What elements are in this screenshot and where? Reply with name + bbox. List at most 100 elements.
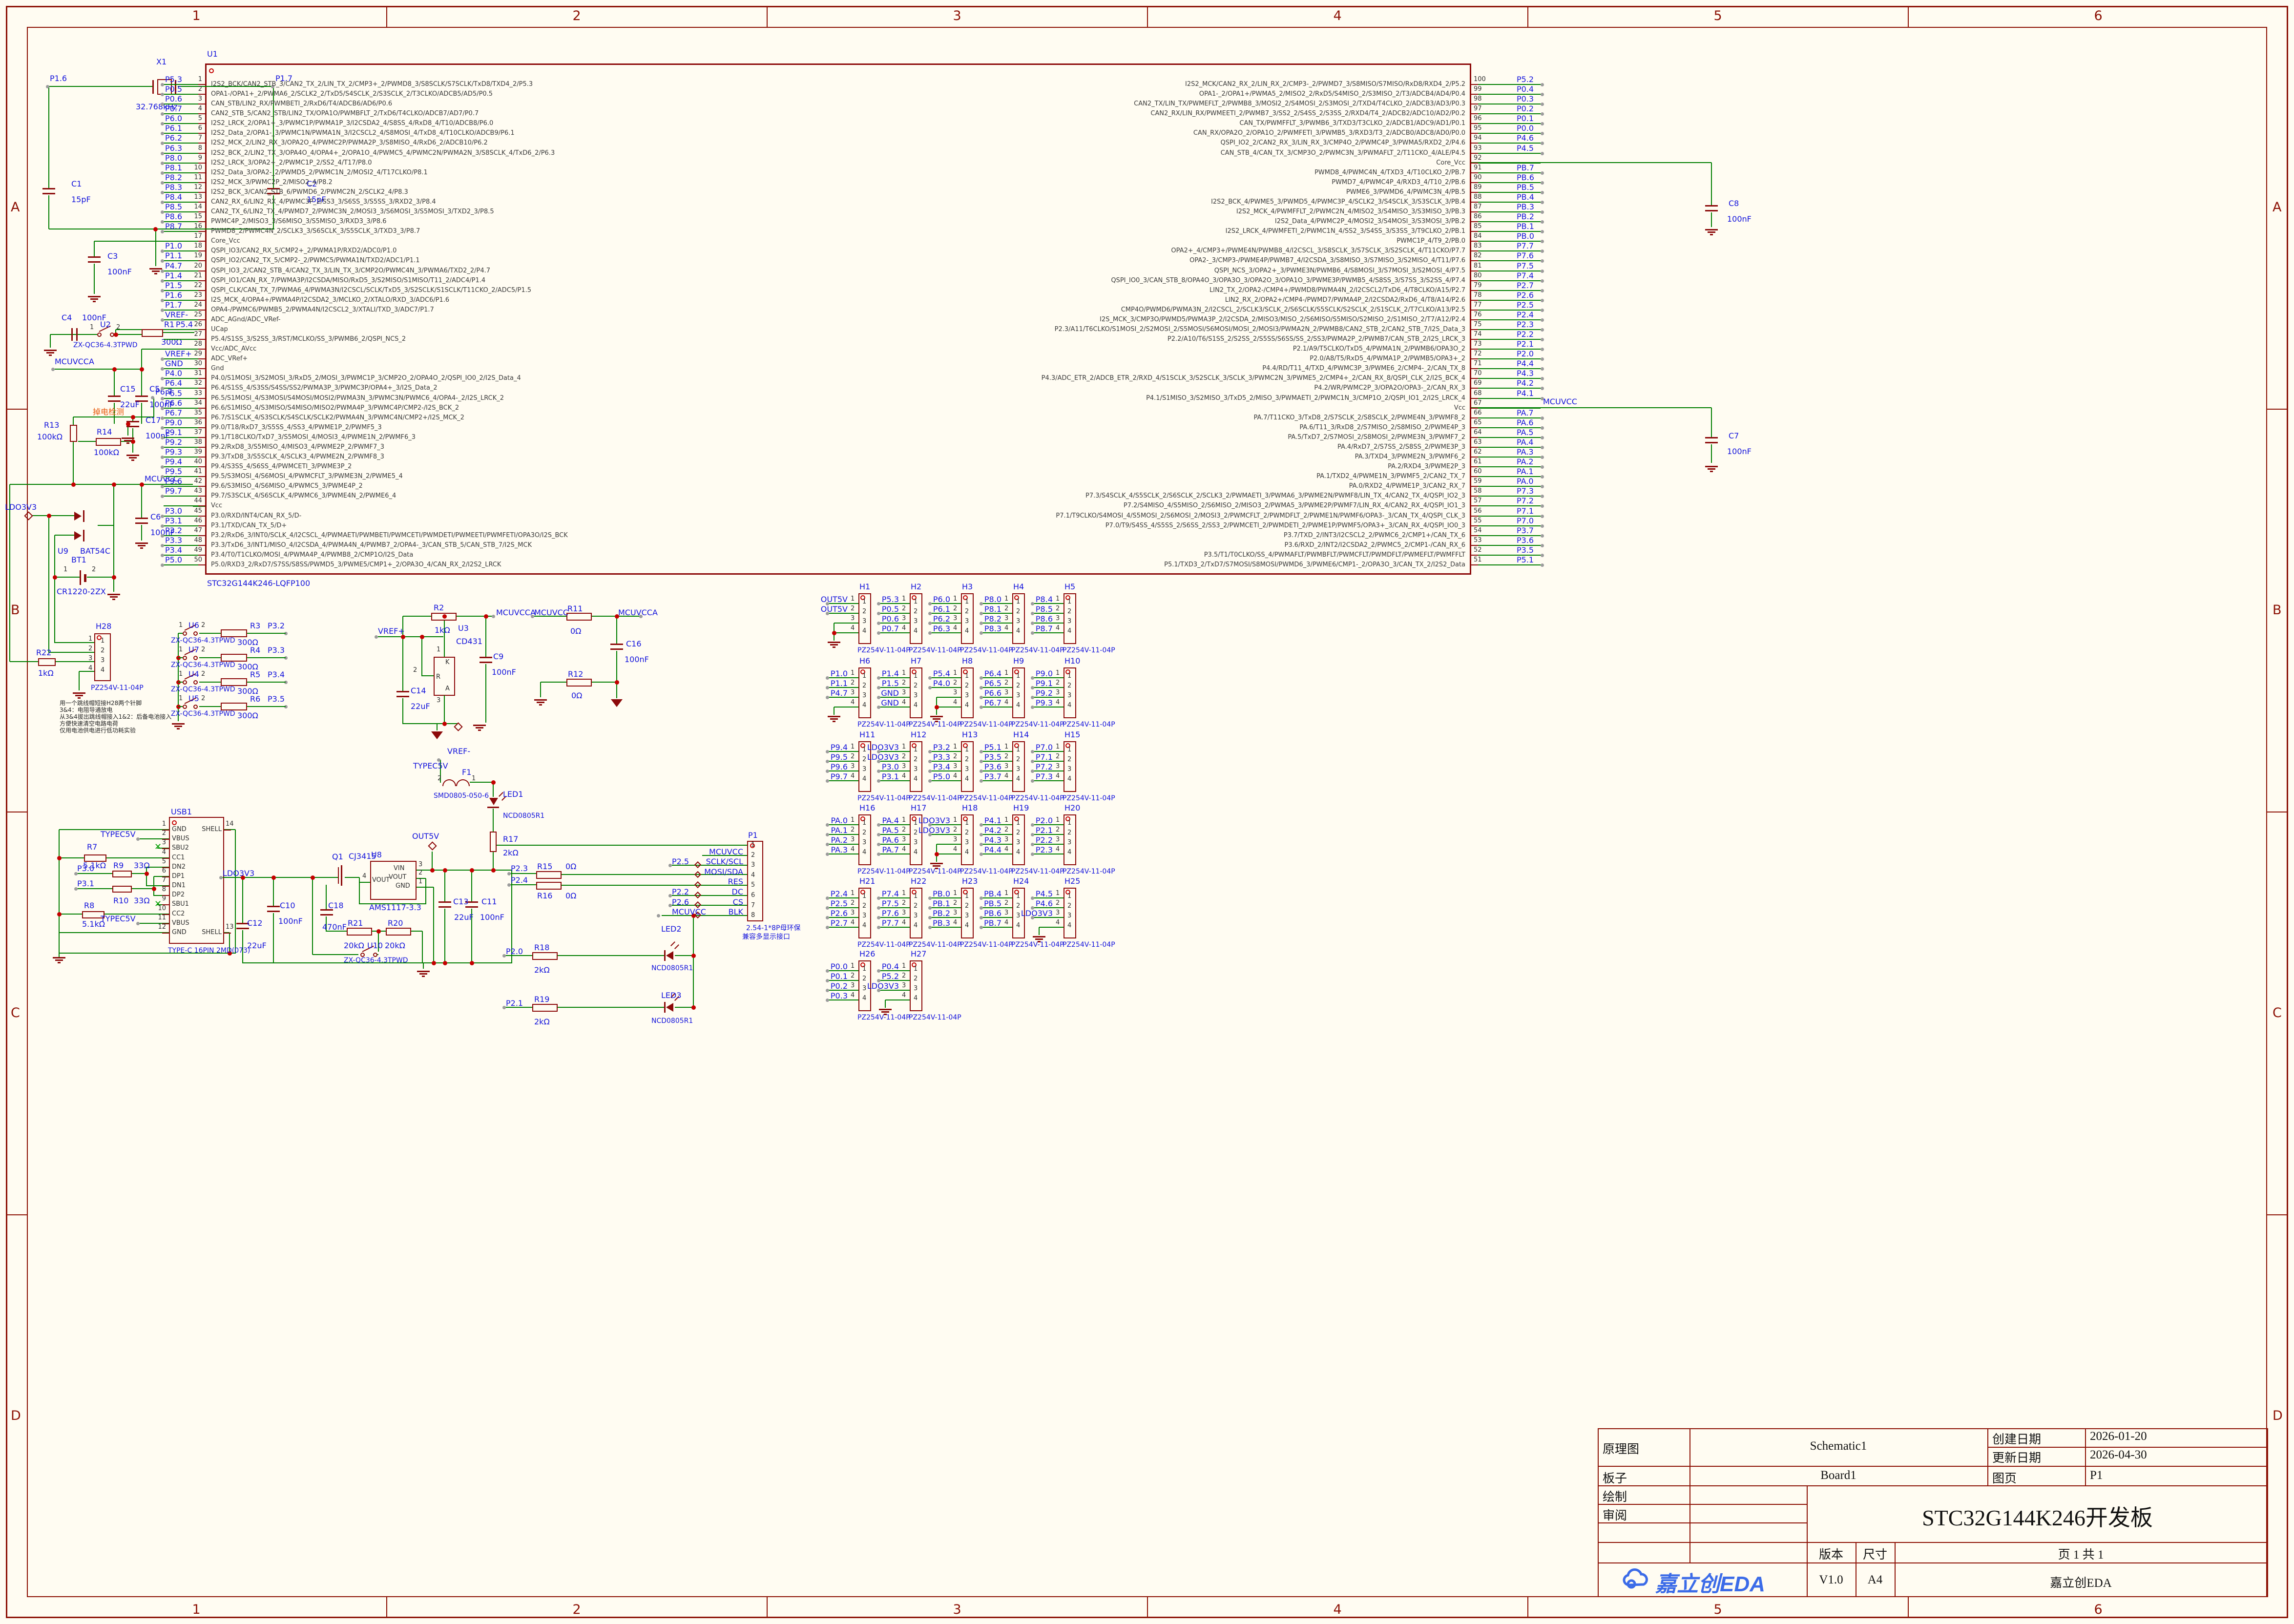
pin-wire — [1471, 417, 1541, 418]
net-port-dot — [980, 843, 983, 846]
gnd-arrow-icon — [431, 731, 443, 739]
label: R14 — [97, 427, 112, 437]
header-pin-number: 3 — [851, 909, 855, 916]
wire — [178, 86, 273, 87]
wire — [511, 870, 512, 963]
header-pin-number: 1 — [1067, 746, 1072, 753]
net-port-dot — [507, 883, 511, 887]
tb-schematic-label: 原理图 — [1603, 1443, 1640, 1456]
net-label: P5.2 — [881, 972, 899, 981]
label: CR1220-2ZX — [57, 587, 106, 596]
net-port-dot — [531, 615, 534, 618]
label: C18 — [328, 901, 344, 910]
pin-stub — [224, 830, 231, 831]
header-pin-number: 4 — [1004, 625, 1009, 632]
net-label: GND — [165, 359, 183, 368]
diode-bar — [83, 510, 84, 522]
wire — [10, 484, 193, 485]
header-pin1-ring — [912, 743, 917, 748]
mcu-pin-number: 93 — [1474, 145, 1482, 152]
mcu-pin-number: 57 — [1474, 497, 1482, 504]
header-ref: H14 — [1013, 730, 1029, 739]
header-part: PZ254V-11-04P — [1063, 868, 1115, 875]
net-port-dot — [161, 426, 164, 430]
wire — [616, 616, 617, 644]
mcu-pin-function: OPA1-_2/OPA1+/PWMA5_2/MISO2_2/RxD5/S4MIS… — [1199, 90, 1465, 98]
label: 0Ω — [565, 862, 577, 871]
mcu-pin-number: 11 — [194, 174, 202, 181]
net-label: P4.6 — [1517, 133, 1534, 143]
mcu-pin-function: QSPI_CLK/CAN_TX_7/PWMA6_4/PWMA3N/I2CSCL/… — [211, 287, 532, 294]
header-pin1-ring — [1065, 669, 1070, 674]
net-port-dot — [271, 85, 274, 88]
net-label: PA.3 — [1517, 447, 1534, 457]
wire — [153, 397, 154, 417]
tb-updated-label: 更新日期 — [1992, 1452, 2042, 1465]
header-pin-number: 4 — [862, 995, 867, 1002]
mcu-pin-function: PA.5/TxD7_2/S7MOSI_2/S8MOSI_2/PWME3N_3/P… — [1288, 434, 1465, 441]
header-pin-number: 1 — [965, 746, 969, 753]
mcu-pin-function: PA.6/T11_3/RxD8_2/S7MISO_2/S8MISO_2/PWME… — [1299, 424, 1465, 431]
mcu-pin-number: 79 — [1474, 282, 1482, 289]
usb-pin1-ring — [172, 820, 177, 825]
header-pin-number: 1 — [1016, 746, 1021, 753]
label: 22uF — [454, 913, 474, 922]
mcu-pin-function: P3.6/RXD_2/INT2/I2CSDA2_2/PWMC5_2/CMP1-/… — [1284, 541, 1465, 549]
gnd-icon — [172, 723, 185, 729]
header-pin-number: 1 — [851, 743, 855, 750]
header-pin-number: 3 — [953, 763, 958, 770]
mcu-pin-function: P4.2/WR/PWMC2P_3/OPA2O/OPA3-_2/CAN_RX_3 — [1314, 384, 1465, 392]
label: 2kΩ — [534, 965, 550, 975]
net-port-dot — [877, 906, 880, 910]
mcu-pin-number: 7 — [198, 134, 202, 142]
mcu-pin-number: 26 — [194, 321, 202, 328]
label: LED3 — [661, 991, 682, 1000]
net-port-dot — [284, 632, 288, 635]
mcu-pin-number: 4 — [198, 105, 202, 112]
resistor-symbol — [112, 871, 132, 877]
net-label: P3.5 — [268, 694, 285, 704]
pin-wire — [1471, 143, 1541, 144]
net-port-dot — [1031, 853, 1034, 856]
switch-part: ZX-QC36-4.3TPWD — [171, 686, 235, 693]
pin-stub — [1471, 192, 1478, 193]
net-label: PA.6 — [882, 835, 899, 845]
mcu-pin-function: P7.2/S4MISO_4/S5MISO_2/S6MISO_2/MISO3_2/… — [1123, 502, 1465, 509]
pin-wire — [1033, 623, 1064, 624]
label: 20kΩ — [385, 941, 405, 950]
battery-plate — [80, 570, 81, 585]
p1-pin-number: 4 — [751, 872, 755, 879]
pin-stub — [1471, 525, 1478, 526]
mcu-pin-number: 67 — [1474, 399, 1482, 407]
net-port-dot — [980, 916, 983, 919]
pin-wire — [828, 834, 858, 835]
mcu-pin-number: 53 — [1474, 537, 1482, 544]
pin-stub — [1471, 94, 1478, 95]
junction-dot — [401, 635, 405, 639]
net-port-dot — [1541, 338, 1544, 341]
wire — [55, 535, 74, 536]
net-port-dot — [1541, 289, 1544, 292]
pin-wire — [1471, 486, 1541, 487]
mcu-pin-function: PA.4/RxD7_2/S7SS_2/S8SS_2/PWME3P_3 — [1337, 443, 1465, 451]
junction-dot — [484, 614, 488, 619]
header-pin-number: 2 — [851, 605, 855, 612]
net-label: P6.5 — [165, 389, 183, 398]
net-label: P6.5 — [984, 679, 1001, 688]
net-port-dot — [928, 622, 932, 625]
junction-dot — [691, 1005, 696, 1010]
wire — [140, 923, 169, 924]
header-pin-number: 4 — [851, 846, 855, 853]
header-pin1-ring — [1065, 890, 1070, 895]
pin-wire — [1471, 378, 1541, 379]
pin-stub — [1471, 113, 1478, 114]
header-pin-number: 1 — [851, 669, 855, 677]
p1-pin-number: 5 — [751, 881, 755, 889]
pin-wire — [164, 192, 205, 193]
wire — [113, 577, 114, 592]
header-pin-number: 4 — [862, 922, 867, 929]
net-label: P6.1 — [933, 604, 950, 614]
net-port-dot — [1541, 426, 1544, 430]
pin-wire — [879, 917, 910, 918]
net-port-dot — [161, 515, 164, 518]
